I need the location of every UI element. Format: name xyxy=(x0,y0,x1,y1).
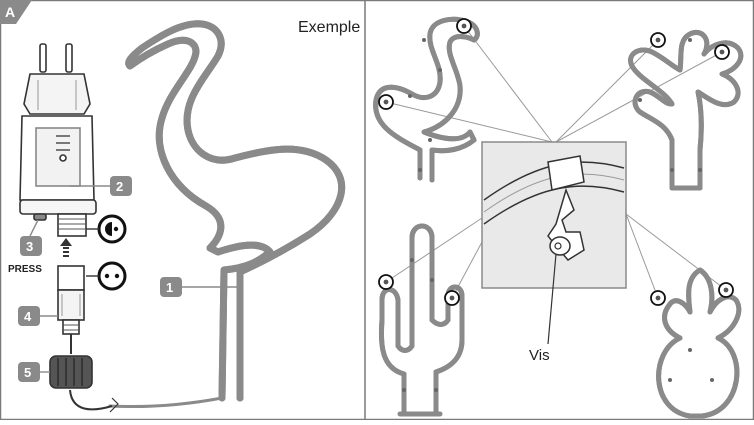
mounting-clip-dots xyxy=(402,38,714,392)
flamingo-light xyxy=(108,24,342,409)
cactus-motif xyxy=(381,226,465,417)
plug-prong-left xyxy=(39,43,47,73)
cap-nut xyxy=(49,355,93,389)
svg-text:2: 2 xyxy=(116,179,123,194)
example-caption: Exemple xyxy=(298,19,360,36)
plug-prong-right xyxy=(65,43,73,73)
callout-5: 5 xyxy=(18,362,40,382)
press-button xyxy=(33,213,47,221)
svg-text:5: 5 xyxy=(24,365,31,380)
callout-leaders xyxy=(29,185,241,373)
pineapple-motif xyxy=(659,267,739,419)
lead-cable xyxy=(108,396,224,409)
svg-text:3: 3 xyxy=(26,239,33,254)
threaded-socket xyxy=(57,213,87,237)
power-adapter xyxy=(19,43,97,237)
callout-2: 2 xyxy=(110,176,132,196)
svg-text:4: 4 xyxy=(24,309,32,324)
cap-cable xyxy=(69,389,113,411)
svg-text:1: 1 xyxy=(166,280,173,295)
palm-tree-motif xyxy=(631,32,741,191)
cable-connector xyxy=(57,265,85,335)
press-label: PRESS xyxy=(8,264,42,275)
cable-break xyxy=(109,397,119,413)
flamingo-motif xyxy=(376,19,478,183)
detail-zoom-box xyxy=(481,141,627,345)
callout-3: 3 xyxy=(20,236,42,256)
adapter-base xyxy=(19,199,97,215)
unpolarized-plug-icon xyxy=(97,261,127,291)
clip-band xyxy=(547,155,585,191)
polarized-socket-icon xyxy=(97,214,127,244)
adapter-label-window xyxy=(35,127,81,187)
clip-circle-centers xyxy=(383,23,729,301)
insert-arrow-icon xyxy=(60,238,72,257)
callout-4: 4 xyxy=(18,306,40,326)
figure-letter: A xyxy=(5,4,15,20)
plug-head xyxy=(23,73,91,115)
figure-letter-tab: A xyxy=(0,0,32,24)
callout-1: 1 xyxy=(160,277,182,297)
screw-label: Vis xyxy=(529,347,550,364)
